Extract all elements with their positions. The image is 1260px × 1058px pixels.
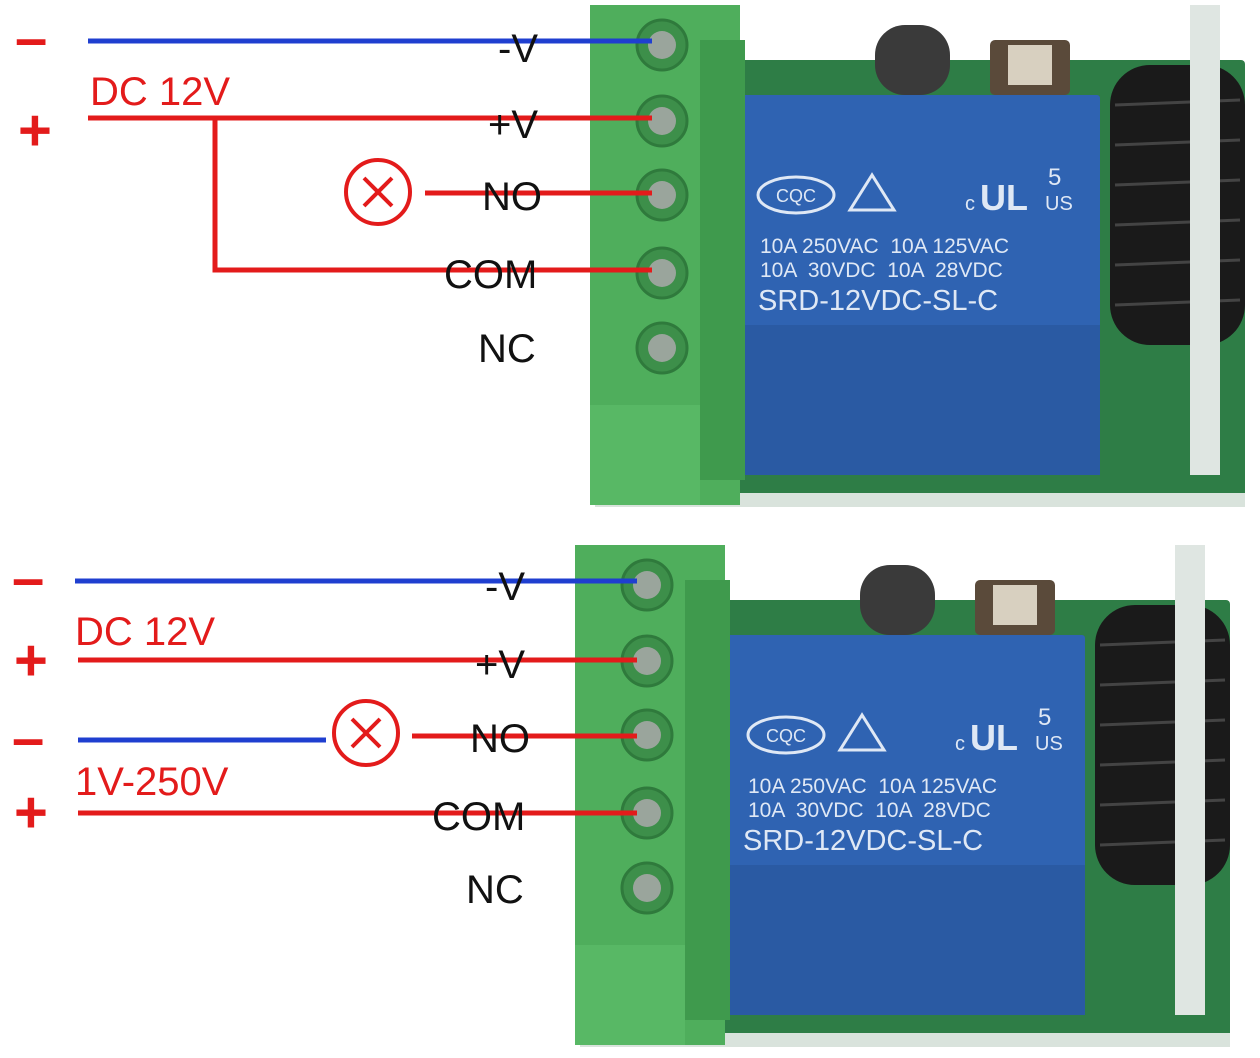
ul-us: US: [1035, 733, 1063, 755]
relay-model: SRD-12VDC-SL-C: [758, 285, 998, 317]
diagram-2: CQC c UL 5 US 10A 250VAC 10A 125VAC 10A …: [12, 543, 1232, 1049]
plus-sign: +: [14, 628, 48, 693]
cqc-mark: CQC: [776, 186, 816, 206]
plus-sign: +: [18, 98, 52, 163]
lamp-icon: [344, 158, 412, 226]
terminal-label-nc: NC: [466, 868, 524, 912]
terminal-label-plus-v: +V: [488, 103, 538, 147]
load-minus-sign: –: [12, 706, 44, 771]
cqc-mark: CQC: [766, 726, 806, 746]
terminal-label-minus-v: -V: [498, 27, 538, 71]
ul-logo-icon: UL: [970, 717, 1018, 758]
terminal-label-com: COM: [444, 253, 537, 297]
load-supply-label: 1V-250V: [75, 760, 229, 804]
relay-model: SRD-12VDC-SL-C: [743, 825, 983, 857]
diagram-1: CQC c UL 5 US 10A 250VAC 10A 125VAC 10A …: [15, 3, 1247, 509]
terminal-label-no: NO: [470, 717, 530, 761]
terminal-label-minus-v: -V: [485, 565, 525, 609]
relay-markings: CQC c UL 5 US 10A 250VAC 10A 125VAC 10A …: [756, 164, 1073, 317]
rating-line-2: 10A 30VDC 10A 28VDC: [748, 799, 991, 822]
load-plus-sign: +: [14, 780, 48, 845]
rating-line-1: 10A 250VAC 10A 125VAC: [748, 775, 997, 798]
ul-logo-icon: UL: [980, 177, 1028, 218]
rating-line-1: 10A 250VAC 10A 125VAC: [760, 235, 1009, 258]
ul-number: 5: [1038, 704, 1051, 731]
terminal-label-plus-v: +V: [475, 643, 525, 687]
terminal-label-com: COM: [432, 795, 525, 839]
minus-sign: –: [12, 546, 44, 611]
ul-us: US: [1045, 193, 1073, 215]
terminal-label-nc: NC: [478, 327, 536, 371]
ccc-triangle-icon: [837, 712, 887, 752]
ul-c: c: [965, 193, 975, 215]
ul-c: c: [955, 733, 965, 755]
minus-sign: –: [15, 6, 47, 71]
relay-markings: CQC c UL 5 US 10A 250VAC 10A 125VAC 10A …: [743, 704, 1063, 857]
rating-line-2: 10A 30VDC 10A 28VDC: [760, 259, 1003, 282]
ul-number: 5: [1048, 164, 1061, 191]
com-wire: [212, 118, 652, 273]
supply-label: DC 12V: [90, 70, 230, 114]
supply-label: DC 12V: [75, 610, 215, 654]
ccc-triangle-icon: [847, 172, 897, 212]
terminal-label-no: NO: [482, 175, 542, 219]
lamp-icon: [332, 699, 400, 767]
